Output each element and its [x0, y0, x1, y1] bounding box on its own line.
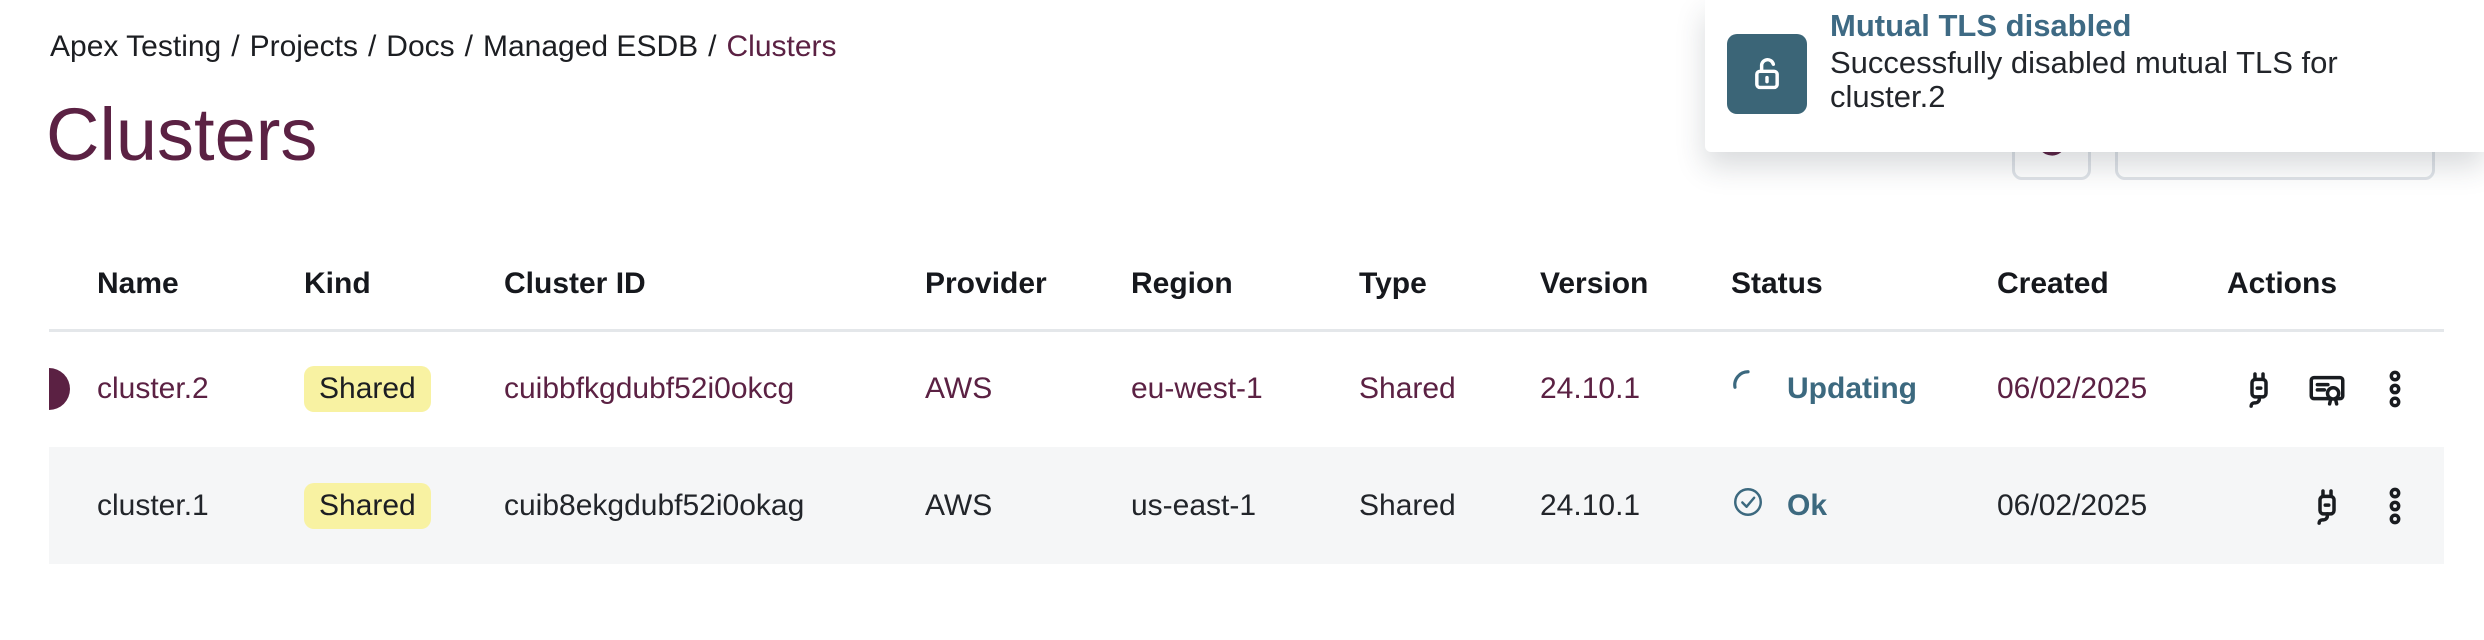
breadcrumb-item-managed-esdb[interactable]: Managed ESDB — [483, 30, 699, 63]
breadcrumb-item-projects[interactable]: Projects — [249, 30, 358, 63]
type: Shared — [1359, 488, 1456, 522]
version: 24.10.1 — [1540, 372, 1641, 406]
kind-badge: Shared — [304, 366, 431, 413]
version: 24.10.1 — [1540, 488, 1641, 522]
breadcrumb: Apex Testing / Projects / Docs / Managed ESDB /… — [50, 30, 837, 64]
column-header-actions: Actions — [2227, 240, 2444, 332]
certificate-button[interactable] — [2306, 368, 2348, 410]
certificate-icon — [2306, 368, 2348, 410]
row-actions — [2227, 485, 2444, 527]
table-header-row: Name Kind Cluster ID Provider Region Typ… — [49, 240, 2444, 332]
cluster-name: cluster.1 — [97, 488, 209, 522]
column-header-region: Region — [1131, 240, 1359, 332]
kind-badge: Shared — [304, 482, 431, 529]
active-row-marker — [49, 368, 70, 411]
breadcrumb-separator: / — [231, 30, 240, 63]
cluster-name: cluster.2 — [97, 372, 209, 406]
toast-title: Mutual TLS disabled — [1830, 8, 2132, 43]
row-menu-button[interactable] — [2374, 485, 2416, 527]
provider: AWS — [925, 372, 993, 406]
column-header-provider: Provider — [925, 240, 1131, 332]
created-date: 06/02/2025 — [1997, 372, 2148, 406]
page-title: Clusters — [46, 93, 318, 176]
breadcrumb-item-docs[interactable]: Docs — [386, 30, 455, 63]
breadcrumb-separator: / — [367, 30, 377, 63]
created-date: 06/02/2025 — [1997, 488, 2148, 522]
column-header-name: Name — [49, 240, 304, 332]
column-header-version: Version — [1540, 240, 1731, 332]
cluster-id: cuibbfkgdubf52i0okcg — [504, 372, 795, 406]
column-header-cluster-id: Cluster ID — [504, 240, 925, 332]
toast-notification: Mutual TLS disabled Successfully disable… — [1705, 0, 2484, 152]
region: eu-west-1 — [1131, 372, 1263, 406]
status-badge: Ok — [1731, 485, 1997, 527]
row-actions — [2227, 368, 2444, 410]
clusters-table: Name Kind Cluster ID Provider Region Typ… — [49, 240, 2444, 564]
column-header-created: Created — [1997, 240, 2227, 332]
column-header-status: Status — [1731, 240, 1997, 332]
status-badge: Updating — [1731, 368, 1997, 410]
row-menu-button[interactable] — [2374, 368, 2416, 410]
spinner-icon — [1731, 368, 1765, 410]
plug-icon — [2238, 368, 2280, 410]
plug-icon — [2306, 485, 2348, 527]
toast-message: Successfully disabled mutual TLS for clu… — [1830, 45, 2338, 114]
check-circle-icon — [1731, 485, 1765, 527]
column-header-kind: Kind — [304, 240, 504, 332]
breadcrumb-item-clusters-current: Clusters — [726, 30, 837, 63]
breadcrumb-item-apex-testing[interactable]: Apex Testing — [50, 30, 222, 63]
connect-button[interactable] — [2306, 485, 2348, 527]
breadcrumb-separator: / — [708, 30, 717, 63]
type: Shared — [1359, 372, 1456, 406]
kebab-menu-icon — [2374, 368, 2416, 410]
kebab-menu-icon — [2374, 485, 2416, 527]
cluster-id: cuib8ekgdubf52i0okag — [504, 488, 805, 522]
status-label: Ok — [1787, 488, 1828, 522]
unlock-icon — [1727, 34, 1807, 114]
breadcrumb-separator: / — [464, 30, 473, 63]
region: us-east-1 — [1131, 488, 1257, 522]
table-row-cluster-2[interactable]: cluster.2 Shared cuibbfkgdubf52i0okcg AW… — [49, 330, 2444, 447]
column-header-type: Type — [1359, 240, 1540, 332]
provider: AWS — [925, 488, 993, 522]
connect-button[interactable] — [2238, 368, 2280, 410]
table-row-cluster-1[interactable]: cluster.1 Shared cuib8ekgdubf52i0okag AW… — [49, 447, 2444, 564]
status-label: Updating — [1787, 372, 1917, 406]
